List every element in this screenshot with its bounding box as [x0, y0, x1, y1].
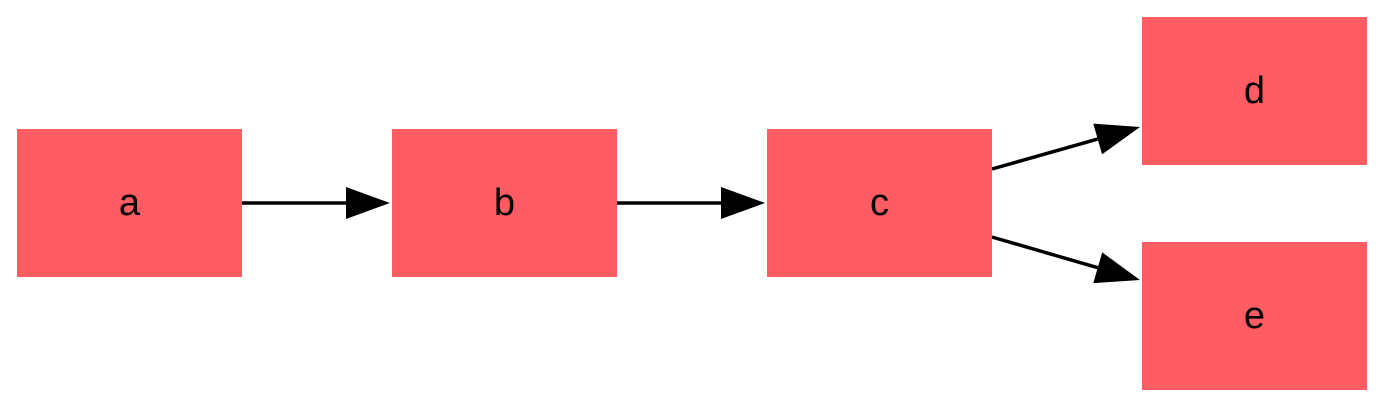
edge-c-d: [991, 137, 1099, 171]
arrowhead-c-d: [1093, 123, 1140, 155]
node-box-d: [1142, 17, 1367, 165]
node-label-b: b: [494, 182, 515, 224]
edges-layer: [242, 123, 1140, 284]
nodes-layer: a b c d e: [17, 17, 1367, 390]
node-label-d: d: [1244, 70, 1265, 112]
node-e: e: [1142, 242, 1367, 390]
node-b: b: [392, 129, 617, 277]
node-a: a: [17, 129, 242, 277]
node-d: d: [1142, 17, 1367, 165]
node-label-e: e: [1244, 295, 1265, 337]
arrowhead-a-b: [346, 187, 390, 219]
node-box-a: [17, 129, 242, 277]
node-label-a: a: [119, 182, 141, 224]
arrowhead-c-e: [1093, 252, 1140, 284]
node-c: c: [767, 129, 992, 277]
edge-c-e: [991, 235, 1099, 270]
node-label-c: c: [870, 182, 889, 224]
node-box-c: [767, 129, 992, 277]
node-box-b: [392, 129, 617, 277]
arrowhead-b-c: [721, 187, 765, 219]
node-box-e: [1142, 242, 1367, 390]
